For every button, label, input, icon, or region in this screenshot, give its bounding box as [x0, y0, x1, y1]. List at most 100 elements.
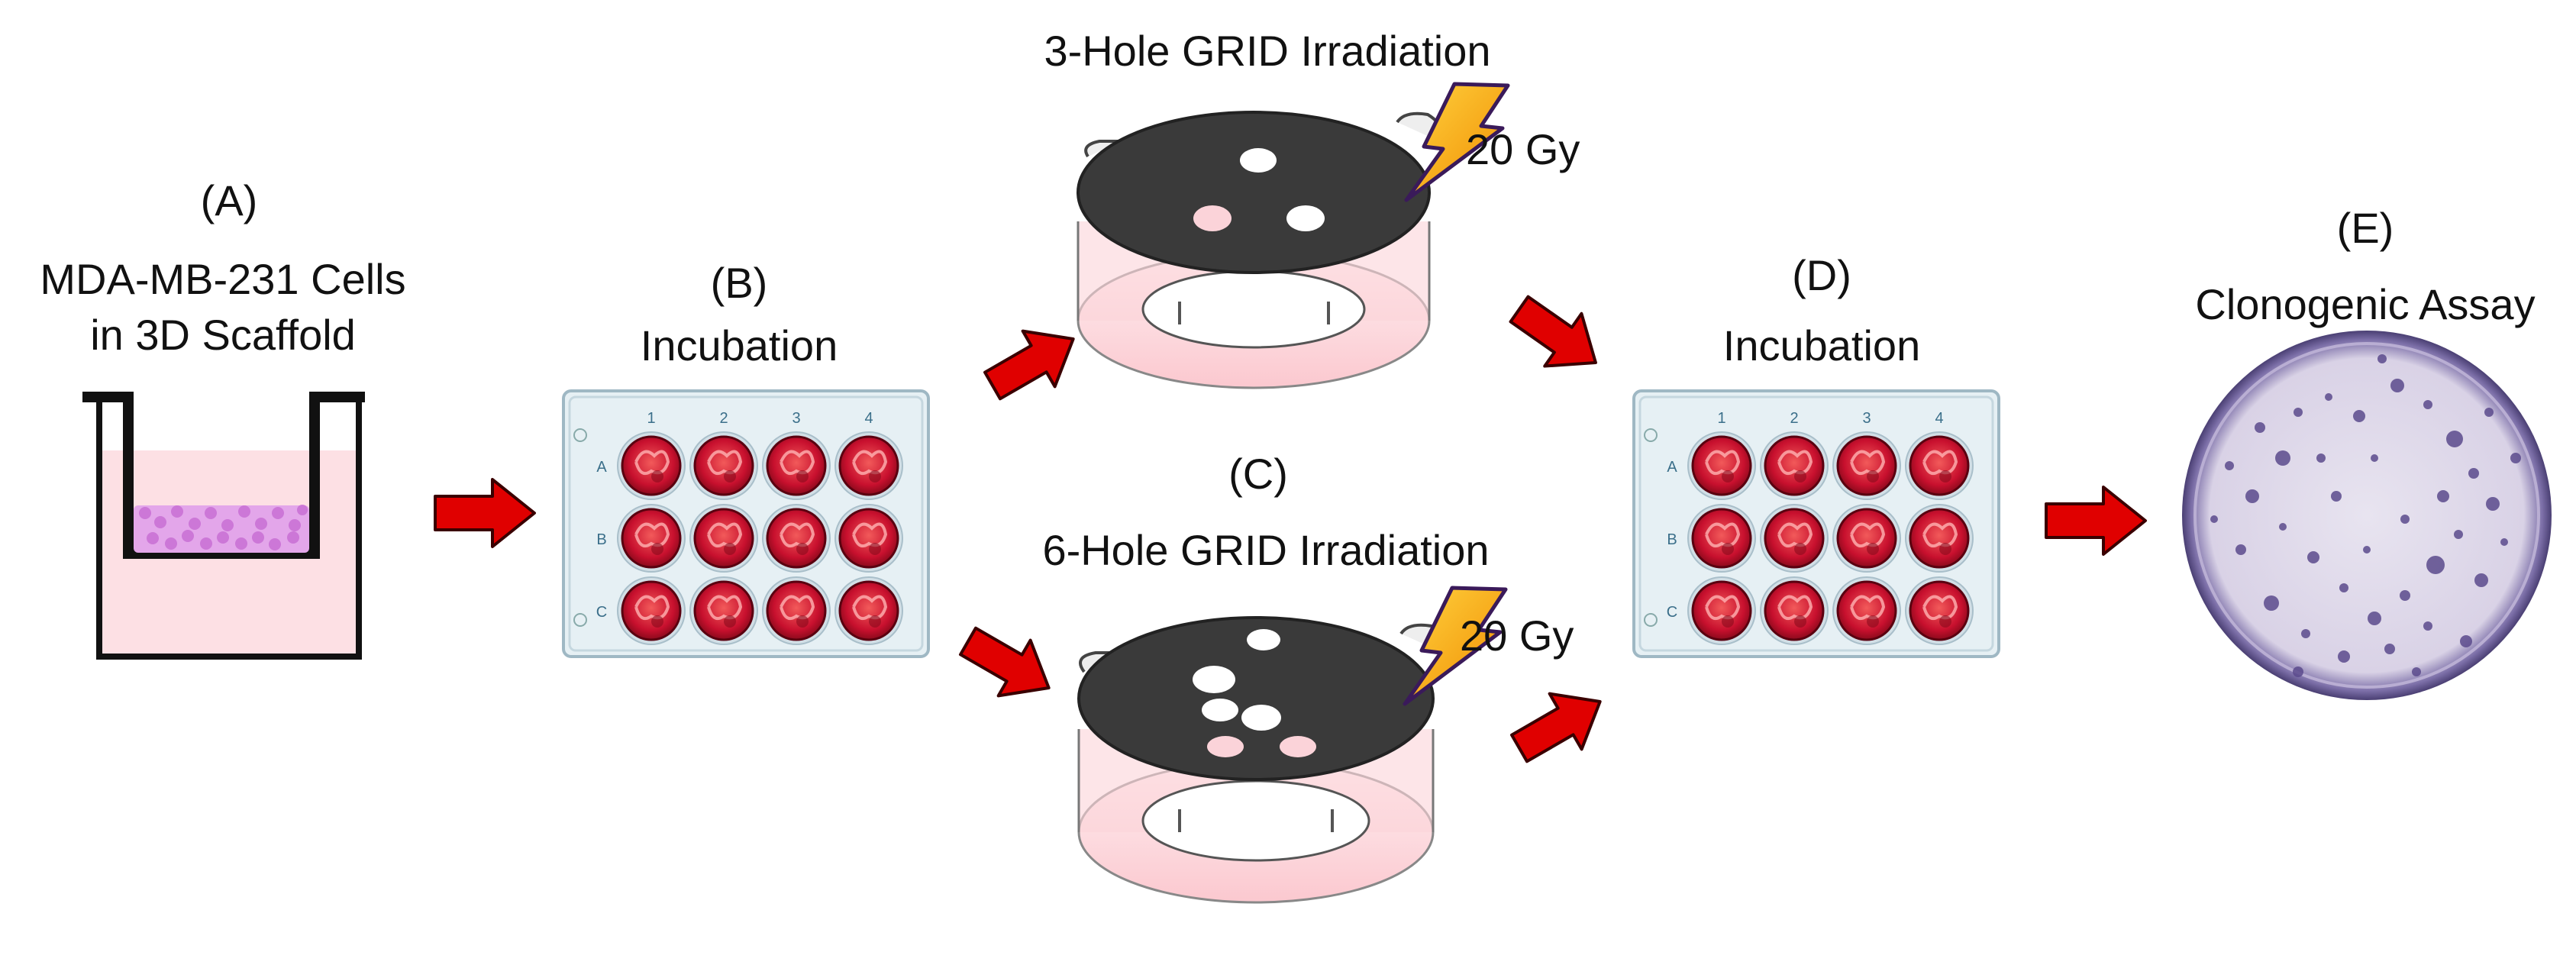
grid3-title: 3-Hole GRID Irradiation — [1044, 27, 1490, 75]
well — [689, 576, 758, 645]
well — [1905, 504, 1974, 573]
well — [762, 431, 831, 500]
colony — [2426, 556, 2445, 574]
well — [1687, 504, 1756, 573]
grid6-holes — [1193, 629, 1316, 757]
colony — [2338, 650, 2350, 663]
panel-b-title: Incubation — [641, 321, 838, 370]
dose-label-bottom: 20 Gy — [1460, 612, 1574, 660]
well — [1760, 504, 1829, 573]
colony — [2235, 544, 2246, 555]
well — [1832, 504, 1901, 573]
grid6-dish — [1077, 616, 1447, 904]
colony — [2316, 453, 2326, 463]
colony — [2510, 453, 2521, 463]
colony — [2325, 393, 2332, 401]
plate-row-label: C — [596, 604, 607, 621]
panel-a-title-line1: MDA-MB-231 Cells — [40, 255, 405, 303]
colony — [2437, 490, 2449, 502]
colony — [2363, 546, 2371, 554]
well — [1760, 431, 1829, 500]
plate-rim — [1638, 395, 1994, 652]
arrow-d-to-e — [2045, 486, 2147, 556]
plate-row-label: A — [1667, 459, 1677, 476]
well — [1687, 431, 1756, 500]
plate-row-label: A — [596, 459, 607, 476]
colonies — [2210, 354, 2521, 677]
colony — [2294, 408, 2303, 417]
dose-label-top: 20 Gy — [1466, 125, 1580, 173]
well — [834, 431, 903, 500]
colony — [2210, 515, 2218, 523]
petri-dish — [2182, 331, 2552, 700]
well — [1687, 576, 1756, 645]
colony — [2500, 538, 2508, 546]
plate-notch — [1644, 428, 1658, 442]
well — [834, 504, 903, 573]
colony — [2245, 489, 2259, 503]
plate-rim — [568, 395, 924, 652]
colony — [2460, 635, 2472, 647]
well — [689, 431, 758, 500]
colony — [2255, 422, 2265, 433]
well — [762, 504, 831, 573]
colony — [2225, 461, 2234, 470]
well — [834, 576, 903, 645]
colony — [2307, 551, 2319, 563]
grid6-title: 6-Hole GRID Irradiation — [1042, 526, 1489, 574]
well — [617, 431, 686, 500]
panel-e-title: Clonogenic Assay — [2195, 280, 2535, 328]
plate-notch — [573, 428, 587, 442]
well — [1760, 576, 1829, 645]
well — [617, 576, 686, 645]
colony — [2446, 431, 2463, 447]
grid3-block — [1077, 111, 1431, 274]
lightning-bolt-icon-top — [1404, 82, 1510, 202]
panel-e: (E) Clonogenic Assay — [2182, 204, 2552, 700]
plate-notch — [1644, 613, 1658, 627]
panel-b-letter: (B) — [711, 259, 768, 307]
grid3-dish — [1077, 111, 1443, 389]
grid3-holes — [1193, 148, 1325, 231]
colony — [2275, 450, 2290, 466]
colony — [2423, 400, 2432, 409]
well — [1905, 431, 1974, 500]
arrow-b-to-grid3 — [983, 329, 1075, 401]
colony — [2423, 621, 2432, 631]
plate-column-label: 1 — [647, 410, 655, 427]
colony — [2264, 595, 2279, 611]
colony — [2400, 515, 2410, 524]
panel-c-letter: (C) — [1228, 450, 1288, 498]
plate-column-label: 3 — [1862, 410, 1871, 427]
arrow-grid3-to-d — [1509, 295, 1597, 368]
colony — [2368, 612, 2381, 625]
scaffold-insert — [82, 392, 365, 559]
plate-column-label: 2 — [1790, 410, 1798, 427]
arrow-grid6-to-d — [1510, 692, 1602, 763]
well — [1905, 576, 1974, 645]
colony — [2293, 666, 2303, 677]
well — [762, 576, 831, 645]
panel-a-title-line2: in 3D Scaffold — [90, 311, 356, 359]
well — [689, 504, 758, 573]
colony — [2371, 454, 2378, 462]
colony — [2400, 590, 2410, 601]
cell-layer — [139, 505, 308, 550]
plate-row-label: B — [596, 531, 606, 548]
grid6-block — [1077, 616, 1435, 781]
arrow-a-to-b — [434, 478, 536, 548]
panel-d-title: Incubation — [1723, 321, 1920, 370]
plate-column-label: 4 — [864, 410, 873, 427]
colony — [2412, 667, 2421, 676]
colony — [2454, 530, 2463, 539]
colony — [2384, 644, 2395, 654]
plate-column-label: 1 — [1717, 410, 1725, 427]
colony — [2279, 523, 2287, 531]
arrow-b-to-grid6 — [959, 626, 1051, 698]
panel-c: 3-Hole GRID Irradiation (C) 6-Hole GRID … — [1042, 27, 1580, 904]
